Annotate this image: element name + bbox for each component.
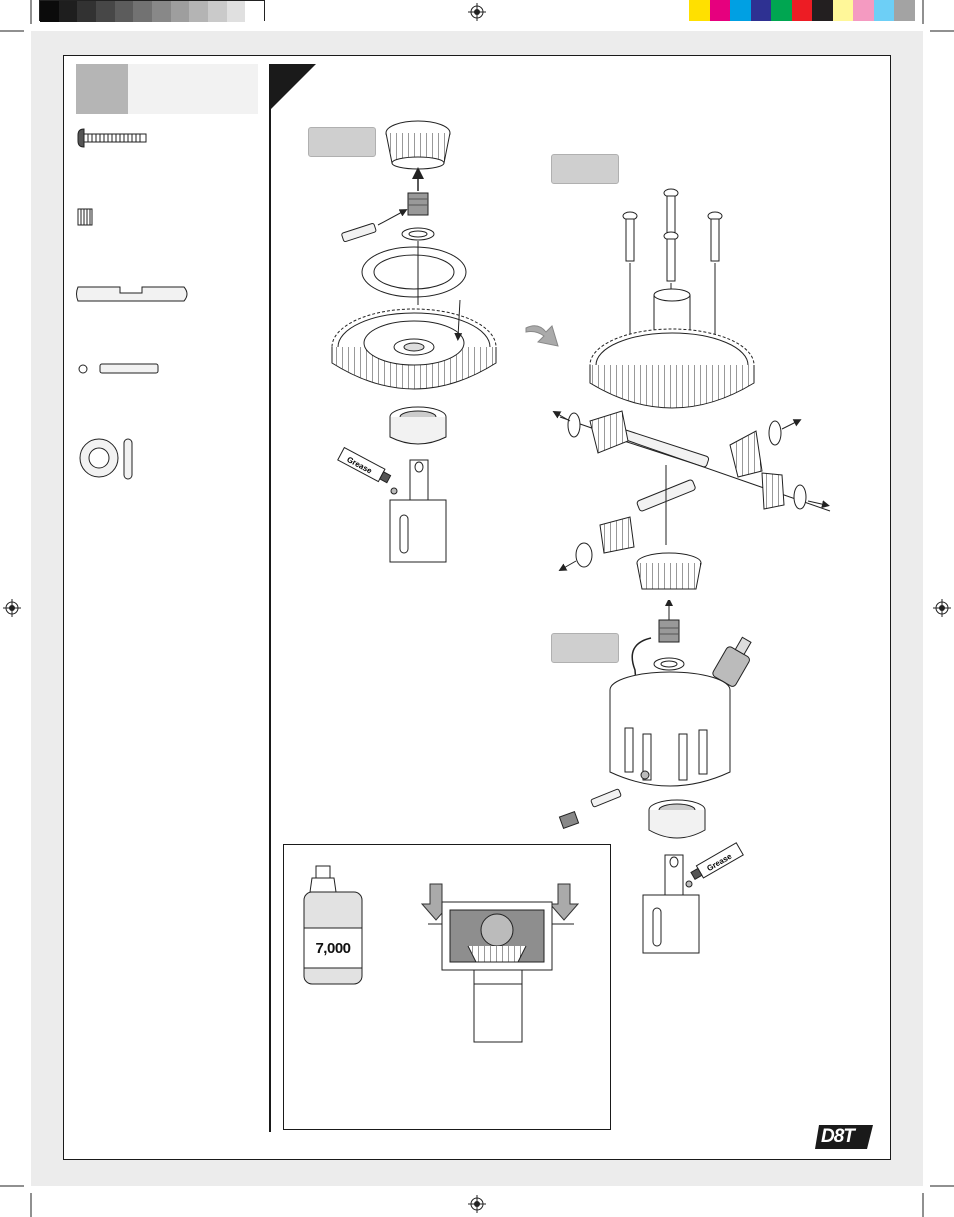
long-shaft-icon — [76, 286, 188, 302]
grayscale-swatch — [114, 1, 134, 22]
bevel-gear-top — [385, 120, 451, 170]
spur-gear-exploded-view: Grease — [331, 120, 497, 563]
process-color-swatch — [709, 0, 731, 21]
registration-mark-top — [468, 3, 486, 21]
sub-step-tag-3 — [551, 633, 619, 663]
button-head-screw-icon — [77, 128, 147, 148]
sub-step-tag-1 — [308, 127, 376, 157]
process-color-swatch — [894, 0, 916, 21]
grayscale-swatch — [170, 1, 190, 22]
color-calibration-bar — [689, 0, 916, 21]
grayscale-swatch — [189, 1, 209, 22]
process-color-swatch — [812, 0, 834, 21]
grayscale-swatch — [245, 1, 265, 22]
step-number-box — [76, 64, 128, 114]
grayscale-swatch — [96, 1, 115, 22]
short-pin-icon — [78, 363, 159, 374]
process-color-swatch — [853, 0, 875, 21]
diff-fill-level-cross-section — [420, 883, 580, 1043]
oil-weight-label: 7,000 — [315, 940, 351, 957]
column-divider — [269, 64, 271, 1132]
spur-gear — [331, 308, 497, 390]
process-color-swatch — [689, 0, 710, 21]
process-color-swatch — [771, 0, 793, 21]
grayscale-calibration-bar — [39, 0, 265, 22]
process-color-swatch — [832, 0, 854, 21]
brand-logo: D8T — [815, 1123, 875, 1151]
process-color-swatch — [750, 0, 772, 21]
oil-bottle-icon — [303, 865, 363, 985]
diff-housing-exploded-view: Grease — [558, 600, 752, 954]
registration-mark-left — [3, 599, 21, 617]
corner-triangle — [270, 64, 316, 110]
grayscale-swatch — [77, 1, 97, 22]
grayscale-swatch — [40, 1, 59, 22]
set-screw-icon — [77, 208, 93, 226]
grayscale-swatch — [152, 1, 171, 22]
grayscale-swatch — [226, 1, 246, 22]
flow-arrow — [525, 325, 559, 347]
registration-mark-bottom — [468, 1195, 486, 1213]
parts-list — [76, 128, 188, 480]
process-color-swatch — [791, 0, 813, 21]
differential-exploded-view — [552, 188, 831, 590]
grayscale-swatch — [133, 1, 153, 22]
process-color-swatch — [730, 0, 752, 21]
step-title-box — [128, 64, 258, 114]
grayscale-swatch — [58, 1, 78, 22]
registration-mark-right — [933, 599, 951, 617]
sub-step-tag-2 — [551, 154, 619, 184]
grayscale-swatch — [208, 1, 227, 22]
brand-logo-text: D8T — [821, 1126, 855, 1147]
washer-icon — [79, 438, 133, 480]
process-color-swatch — [873, 0, 895, 21]
